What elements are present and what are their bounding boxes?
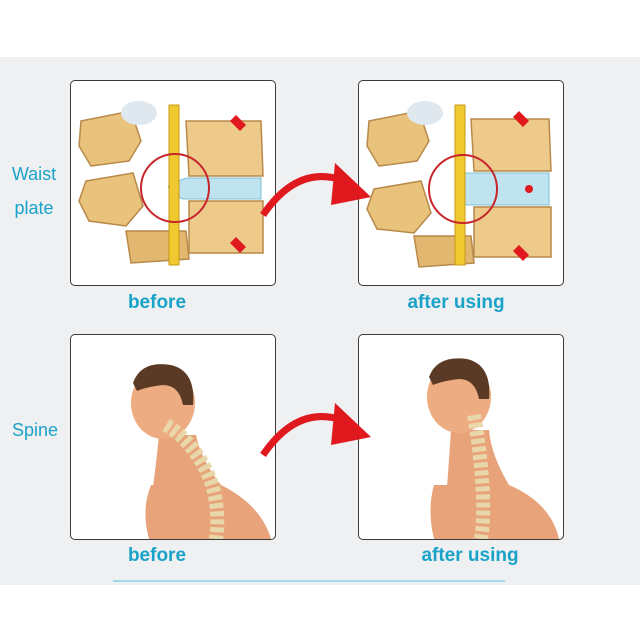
row-label-waist-plate: Waist plate <box>2 157 66 225</box>
row-label-line: plate <box>14 198 54 218</box>
row-label-spine: Spine <box>0 413 70 447</box>
vertebra-illustration <box>78 101 264 266</box>
caption-after: after using <box>421 545 519 566</box>
curved-red-arrow-icon <box>260 163 371 217</box>
divider-line <box>113 580 505 582</box>
row-label-line: Waist <box>11 164 57 184</box>
spine-after-image <box>358 334 564 540</box>
caption-before: before <box>127 292 187 313</box>
vertebra-illustration <box>366 101 552 268</box>
human-profile-illustration <box>427 358 559 539</box>
caption-before: before <box>127 545 187 566</box>
caption-after: after using <box>407 292 505 313</box>
waist-after-image <box>358 80 564 286</box>
spine-before-image <box>70 334 276 540</box>
curved-red-arrow-icon <box>260 403 371 457</box>
human-profile-illustration <box>131 364 271 539</box>
row-label-line: Spine <box>11 420 59 440</box>
header-text <box>120 44 540 64</box>
waist-before-image <box>70 80 276 286</box>
